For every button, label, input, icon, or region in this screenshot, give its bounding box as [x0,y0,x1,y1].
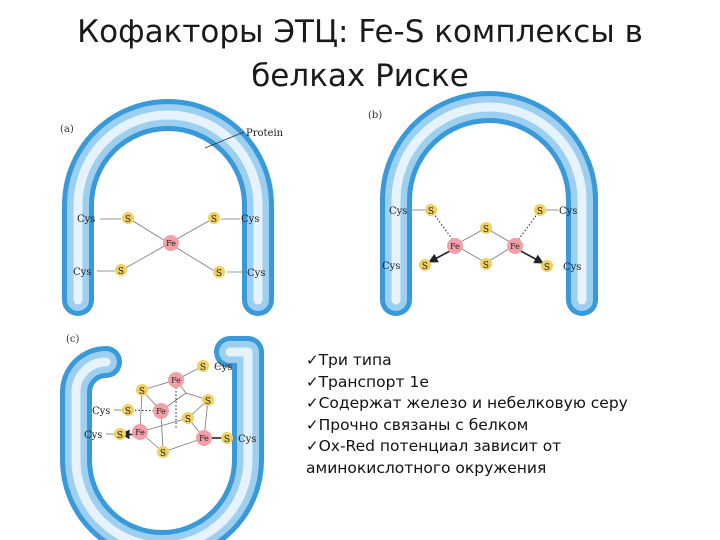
protein-pointer-line [204,131,245,149]
checkmark-icon: ✓ [306,351,319,369]
sulfur-atom [213,266,225,278]
cluster-2fe-2s-b: S S S S S S Fe Fe Cys Cys Cys Cys [382,204,581,273]
sulfur-label: S [185,415,191,425]
sulfur-atom [182,412,194,424]
iron-label: Fe [135,428,145,437]
sulfur-label: S [537,207,543,217]
sulfur-label: S [483,225,489,235]
sulfur-label: S [428,207,434,217]
sulfur-label: S [216,269,222,279]
iron-label: Fe [199,434,209,443]
sulfur-atom [208,212,220,224]
iron-atom [447,238,463,254]
cysteine-label: Cys [92,406,110,417]
cysteine-label: Cys [238,434,256,445]
protein-tube-a [62,99,274,316]
sulfur-label: S [224,435,230,445]
sulfur-label: S [118,267,124,277]
sulfur-atom [541,260,553,272]
sulfur-atom [136,384,148,396]
cysteine-label: Cys [84,430,102,441]
sulfur-atom [534,204,546,216]
sulfur-label: S [205,397,211,407]
protein-tube-c [60,336,264,540]
iron-label: Fe [156,407,166,416]
sulfur-atom [419,259,431,271]
sulfur-label: S [483,261,489,271]
bullet-text: Содержат железо и небелковую серу [318,394,628,412]
sulfur-label: S [211,215,217,225]
title-line-2: белках Риске [251,58,469,94]
bullet-continuation: аминокислотного окружения [306,458,547,477]
iron-atom [168,372,184,388]
bullet-item: ✓Три типа [306,350,706,372]
bullet-item: ✓Ox-Red потенциал зависит от [306,436,706,458]
protein-tube-b [380,91,598,316]
sulfur-atom [221,432,233,444]
bullet-text: Транспорт 1e [318,372,429,391]
iron-label: Fe [166,239,176,248]
cysteine-label: Cys [563,262,581,273]
sulfur-label: S [544,263,550,273]
panel-c-label: (c) [66,334,80,345]
checkmark-icon: ✓ [306,437,319,455]
cluster-4fe-4s-c: S S S S S S S S Fe Fe Fe Fe Cys Cys Cys … [84,360,256,459]
sulfur-atom [122,404,134,416]
panel-b-label: (b) [368,110,382,121]
sulfur-atom [480,258,492,270]
sulfur-atom [115,264,127,276]
iron-label: Fe [510,242,520,251]
sulfur-label: S [422,262,428,272]
title-line-1: Кофакторы ЭТЦ: Fe-S комплексы в [77,14,643,50]
slide-title: Кофакторы ЭТЦ: Fe-S комплексы в белках Р… [0,10,720,98]
sulfur-atom [202,394,214,406]
checkmark-icon: ✓ [306,394,319,412]
checkmark-icon: ✓ [306,415,319,434]
iron-atom [196,430,212,446]
sulfur-label: S [125,407,131,417]
panel-a-label: (a) [60,124,74,135]
cysteine-label: Cys [559,206,577,217]
bullet-item: ✓Содержат железо и небелковую серу [306,393,706,415]
sulfur-label: S [125,215,131,225]
sulfur-atom [157,446,169,458]
sulfur-atom [425,204,437,216]
iron-label: Fe [171,376,181,385]
cluster-2fe-a: S S S S Fe Cys Cys Cys Cys [73,212,265,279]
iron-atom [163,235,179,251]
cysteine-label: Cys [241,214,259,225]
sulfur-atom [480,222,492,234]
checkmark-icon: ✓ [306,372,319,391]
bullet-text: Три типа [318,351,392,369]
sulfur-atom [197,360,209,372]
iron-atom [153,403,169,419]
sulfur-label: S [117,431,123,441]
cysteine-label: Cys [73,267,91,278]
sulfur-atom [122,212,134,224]
bullet-text: Ox-Red потенциал зависит от [318,437,562,455]
sulfur-label: S [200,363,206,373]
iron-atom [507,238,523,254]
cysteine-label: Cys [389,206,407,217]
iron-atom [132,424,148,440]
bullet-item: ✓Транспорт 1e [306,372,706,394]
bullet-item: ✓Прочно связаны с белком [306,415,706,437]
sulfur-atom [114,428,126,440]
cysteine-label: Cys [382,261,400,272]
sulfur-label: S [160,449,166,459]
cysteine-label: Cys [247,268,265,279]
iron-label: Fe [450,242,460,251]
cysteine-label: Cys [77,214,95,225]
bullet-text: Прочно связаны с белком [318,415,529,434]
sulfur-label: S [139,387,145,397]
cysteine-label: Cys [214,362,232,373]
bullet-list: ✓Три типа ✓Транспорт 1e ✓Содержат железо… [306,350,706,479]
protein-label: Protein [246,128,284,139]
